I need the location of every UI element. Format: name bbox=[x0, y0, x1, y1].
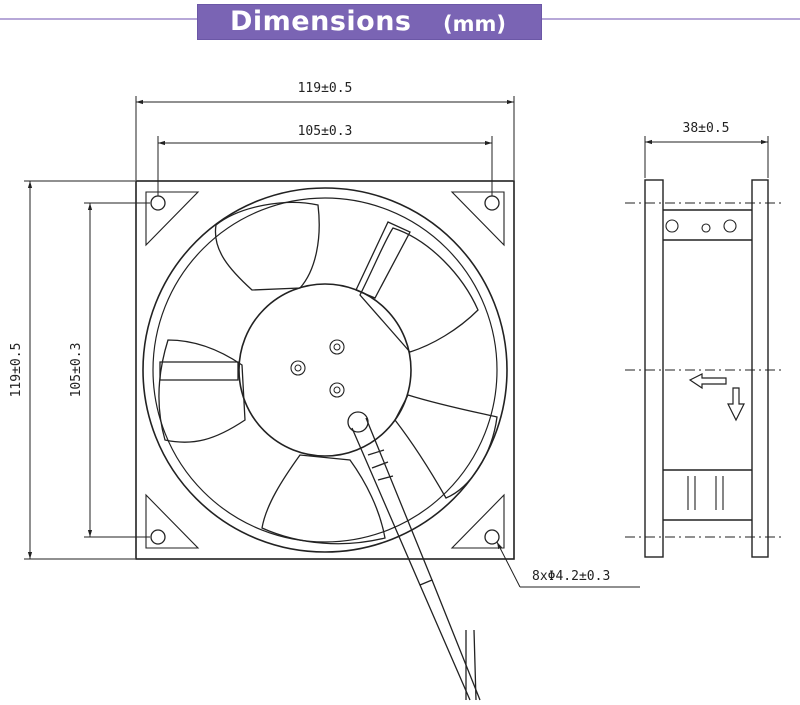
side-frame bbox=[644, 179, 769, 558]
frame-corners bbox=[145, 191, 505, 549]
hole-spacing-height-label: 105±0.3 bbox=[69, 343, 84, 398]
fan-blades bbox=[158, 201, 498, 545]
fan-hub bbox=[238, 283, 412, 457]
width-dimensions bbox=[135, 96, 515, 196]
venturi-outer-ring bbox=[142, 187, 508, 553]
height-dimensions bbox=[24, 180, 150, 560]
title-rule-left bbox=[0, 18, 197, 20]
center-lines bbox=[625, 202, 785, 538]
hub-screws bbox=[290, 339, 345, 398]
venturi-inner-ring bbox=[152, 197, 498, 543]
side-view: 38±0.5 bbox=[625, 121, 785, 558]
page-title: Dimensions bbox=[230, 6, 412, 37]
side-terminals bbox=[665, 219, 737, 510]
title-rule-right bbox=[542, 18, 800, 20]
hole-spacing-width-label: 105±0.3 bbox=[298, 124, 353, 139]
depth-dimension bbox=[644, 136, 769, 178]
lead-wires bbox=[347, 411, 481, 701]
title-bar bbox=[197, 4, 542, 40]
overall-width-label: 119±0.5 bbox=[298, 81, 353, 96]
front-view: 119±0.5 105±0.3 119±0.5 105±0.3 8xΦ4.2±0… bbox=[9, 81, 640, 701]
fan-frame bbox=[135, 180, 515, 560]
overall-height-label: 119±0.5 bbox=[9, 343, 24, 398]
depth-label: 38±0.5 bbox=[683, 121, 730, 136]
unit-label: (mm) bbox=[443, 12, 506, 36]
hole-callout-label: 8xΦ4.2±0.3 bbox=[532, 569, 610, 584]
airflow-arrows bbox=[688, 373, 745, 422]
hole-callout-leader bbox=[496, 541, 640, 588]
frame-struts bbox=[159, 221, 411, 381]
